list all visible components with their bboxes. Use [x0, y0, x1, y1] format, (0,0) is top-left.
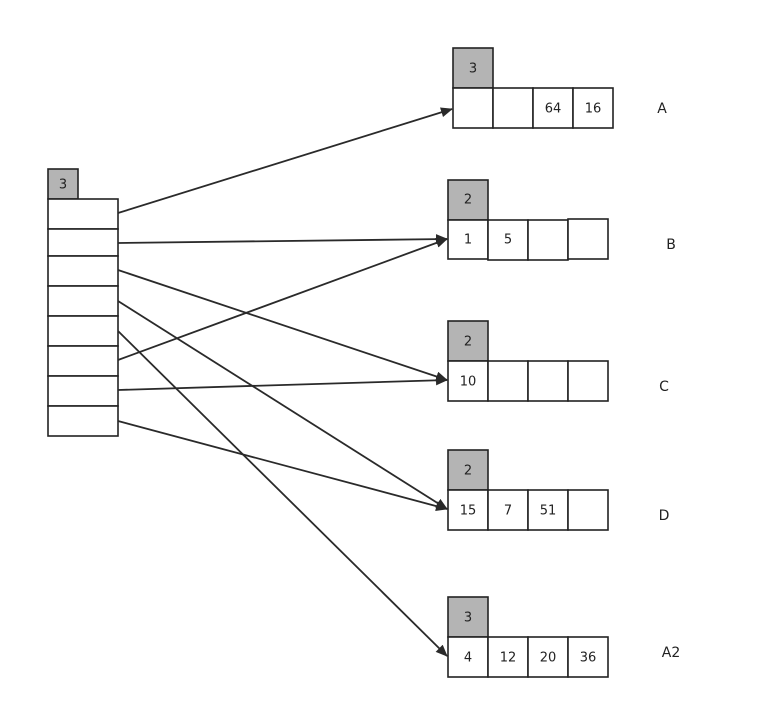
bucket-d-value: 51 — [540, 504, 557, 519]
bucket-d-slot — [487, 489, 529, 531]
bucket-a2-value: 36 — [580, 651, 597, 666]
pointer-arrow-6 — [117, 375, 448, 391]
pointer-arrow-1 — [117, 234, 448, 245]
directory: 3 — [47, 168, 119, 437]
pointer-arrow-2 — [117, 269, 448, 382]
bucket-d-value: 15 — [460, 504, 477, 519]
bucket-a-value: 64 — [545, 102, 562, 117]
bucket-d: 2 15 7 51 D — [447, 449, 670, 531]
pointer-arrow-0 — [117, 107, 453, 214]
bucket-a-slot — [452, 87, 494, 129]
bucket-a-depth-label: 3 — [469, 62, 477, 77]
directory-entry-2 — [47, 255, 119, 287]
bucket-a-slot — [532, 87, 574, 129]
bucket-c-slot — [527, 360, 569, 402]
bucket-a2-name: A2 — [662, 645, 680, 661]
directory-entry-4 — [47, 315, 119, 347]
bucket-b-value: 1 — [464, 233, 472, 248]
bucket-b-slot — [567, 218, 609, 260]
bucket-a2-slot — [487, 636, 529, 678]
pointer-arrows — [117, 107, 453, 657]
bucket-a: 3 64 16 A — [452, 47, 667, 129]
directory-entry-3 — [47, 285, 119, 317]
directory-entry-6 — [47, 375, 119, 407]
bucket-c-value: 10 — [460, 375, 477, 390]
bucket-a-slot — [492, 87, 534, 129]
bucket-a2-slot — [567, 636, 609, 678]
directory-entry-7 — [47, 405, 119, 437]
bucket-a2: 3 4 12 20 36 A2 — [447, 596, 680, 678]
bucket-a-name: A — [657, 101, 667, 117]
bucket-b-slot — [527, 219, 569, 261]
bucket-a-value: 16 — [585, 102, 602, 117]
bucket-d-depth-label: 2 — [464, 464, 472, 479]
directory-entry-0 — [47, 198, 119, 230]
bucket-a-slot — [572, 87, 614, 129]
bucket-b-slot — [447, 219, 489, 260]
bucket-b-slot — [487, 219, 529, 261]
pointer-arrow-3 — [117, 300, 448, 510]
bucket-c-slot — [447, 360, 489, 402]
bucket-a2-depth-label: 3 — [464, 611, 472, 626]
global-depth-label: 3 — [59, 178, 67, 193]
bucket-b-depth-label: 2 — [464, 193, 472, 208]
directory-entry-1 — [47, 228, 119, 257]
bucket-d-slot — [567, 489, 609, 531]
directory-entries — [47, 198, 119, 437]
bucket-b: 2 1 5 B — [447, 179, 676, 261]
bucket-a2-depth-box — [447, 596, 489, 638]
bucket-c: 2 10 C — [447, 320, 669, 402]
directory-entry-5 — [47, 345, 119, 377]
bucket-b-name: B — [666, 237, 676, 253]
bucket-c-depth-label: 2 — [464, 335, 472, 350]
bucket-d-depth-box — [447, 449, 489, 491]
bucket-d-slot — [527, 489, 569, 531]
pointer-arrow-5 — [117, 238, 448, 361]
bucket-c-slot — [487, 360, 529, 402]
bucket-c-name: C — [659, 379, 669, 395]
pointer-arrow-7 — [117, 420, 448, 511]
bucket-a2-slot — [527, 636, 569, 678]
bucket-d-value: 7 — [504, 504, 512, 519]
pointer-arrow-4 — [117, 330, 448, 657]
bucket-a2-value: 4 — [464, 651, 472, 666]
bucket-a2-value: 12 — [500, 651, 517, 666]
bucket-a2-value: 20 — [540, 651, 557, 666]
bucket-d-name: D — [659, 508, 670, 524]
bucket-c-depth-box — [447, 320, 489, 362]
bucket-c-slot — [567, 360, 609, 402]
bucket-b-value: 5 — [504, 233, 512, 248]
